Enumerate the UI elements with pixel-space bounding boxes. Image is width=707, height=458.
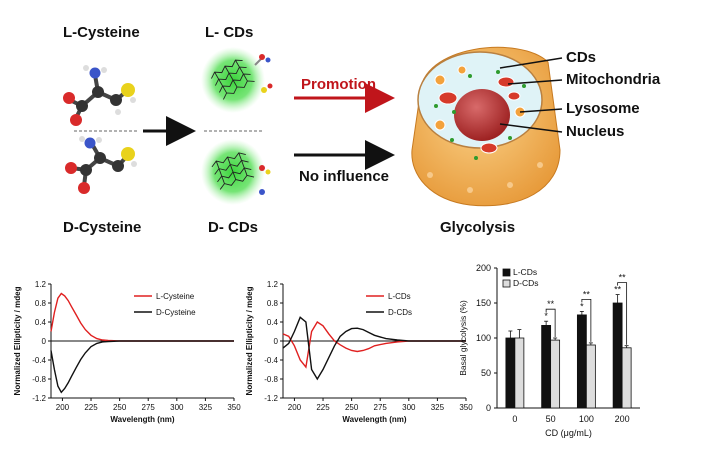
cell-label-nucleus: Nucleus [566, 123, 625, 140]
cell-label-lysosome: Lysosome [566, 100, 640, 117]
significance-bracket [545, 308, 556, 337]
bar-y-tick-label: 200 [476, 263, 491, 273]
bar-x-axis-label: CD (μg/mL) [545, 428, 592, 438]
cysteine-x-tick-label: 275 [142, 403, 156, 412]
cysteine-x-tick-label: 225 [84, 403, 98, 412]
cell-label-mitochondria: Mitochondria [566, 71, 661, 88]
bar [576, 314, 587, 409]
cds-x-tick-label: 250 [345, 403, 359, 412]
cd-spectrum-cds-chart: -1.2 -0.8 -0.4 0 0.4 0.8 1.2 200 225 250 275 300 325… [245, 280, 473, 424]
bar-legend-label: D-CDs [513, 278, 539, 288]
significance-bracket [581, 299, 592, 342]
cysteine-y-tick-label: 0 [42, 337, 47, 346]
cysteine-legend-label: D-Cysteine [156, 308, 196, 317]
significance-mark: * [544, 311, 548, 321]
bar-y-tick-label: 50 [481, 368, 491, 378]
promotion-label: Promotion [301, 76, 376, 93]
cds-y-tick-label: 0 [274, 337, 279, 346]
cds-y-tick-label: -0.8 [264, 375, 278, 384]
l-cd-particle [201, 47, 273, 113]
cysteine-x-tick-label: 350 [227, 403, 241, 412]
glycolysis-label: Glycolysis [440, 219, 516, 236]
d-cds-label: D- CDs [208, 219, 259, 236]
cds-y-tick-label: -0.4 [264, 356, 278, 365]
bar-legend-swatch [502, 279, 511, 288]
cds-x-tick-label: 225 [316, 403, 330, 412]
cds-y-tick-label: 1.2 [267, 280, 279, 289]
cds-series-line [282, 316, 466, 381]
d-cysteine-molecule [65, 136, 137, 194]
bar [550, 339, 561, 409]
significance-mark: * [580, 301, 584, 311]
bar [541, 325, 552, 409]
cysteine-y-tick-label: 0.4 [35, 318, 47, 327]
bar-category-label: 100 [579, 414, 594, 424]
scheme-graphics [63, 46, 563, 207]
l-cysteine-label: L-Cysteine [63, 24, 140, 41]
no-influence-label: No influence [299, 168, 390, 185]
bar [621, 347, 632, 409]
bar-legend-swatch [502, 268, 511, 277]
significance-mark: ** [619, 273, 627, 283]
cds-x-tick-label: 200 [288, 403, 302, 412]
cysteine-x-tick-label: 325 [199, 403, 213, 412]
cds-series-line [282, 321, 466, 369]
cysteine-x-tick-label: 300 [170, 403, 184, 412]
significance-bracket [617, 282, 628, 345]
cds-y-axis-label: Normalized Ellipticity / mdeg [245, 286, 254, 395]
bar [514, 337, 525, 409]
cysteine-x-tick-label: 250 [113, 403, 127, 412]
cds-x-tick-label: 350 [459, 403, 473, 412]
bar [505, 337, 516, 409]
cysteine-y-tick-label: -1.2 [32, 394, 46, 403]
bar-y-tick-label: 0 [486, 403, 491, 413]
bar-category-label: 50 [546, 414, 556, 424]
l-cds-label: L- CDs [205, 24, 254, 41]
cysteine-y-tick-label: -0.8 [32, 375, 46, 384]
bar-category-label: 0 [512, 414, 517, 424]
cysteine-x-tick-label: 200 [56, 403, 70, 412]
bar-y-tick-label: 150 [476, 298, 491, 308]
cell-illustration [411, 46, 561, 207]
cd-spectrum-cysteine-chart: -1.2 -0.8 -0.4 0 0.4 0.8 1.2 200 225 250 275 300 325… [13, 280, 241, 424]
bar-y-tick-label: 100 [476, 333, 491, 343]
cysteine-y-tick-label: 0.8 [35, 299, 47, 308]
cds-y-tick-label: 0.8 [267, 299, 279, 308]
cds-y-tick-label: 0.4 [267, 318, 279, 327]
bar [612, 302, 623, 409]
cysteine-x-axis-label: Wavelength (nm) [110, 415, 174, 424]
cds-x-axis-label: Wavelength (nm) [342, 415, 406, 424]
cds-y-tick-label: -1.2 [264, 394, 278, 403]
cell-pointer-lines [499, 57, 563, 133]
d-cd-particle [201, 139, 271, 205]
d-cysteine-label: D-Cysteine [63, 219, 142, 236]
l-cysteine-molecule [63, 65, 136, 126]
bar-y-axis-label: Basal glycolysis (%) [458, 300, 468, 376]
cell-label-cds: CDs [566, 49, 597, 66]
bar-legend-label: L-CDs [513, 267, 537, 277]
cysteine-y-tick-label: -0.4 [32, 356, 46, 365]
cds-x-tick-label: 325 [431, 403, 445, 412]
cysteine-series-line [50, 340, 234, 394]
significance-mark: ** [583, 289, 591, 299]
cysteine-legend-label: L-Cysteine [156, 292, 195, 301]
cysteine-y-tick-label: 1.2 [35, 280, 47, 289]
significance-mark: ** [547, 299, 555, 309]
cds-x-tick-label: 275 [374, 403, 388, 412]
bar [585, 344, 596, 409]
cysteine-y-axis-label: Normalized Ellipticity / mdeg [13, 286, 22, 395]
cds-legend-label: L-CDs [388, 292, 411, 301]
significance-mark: ** [614, 285, 622, 295]
cds-x-tick-label: 300 [402, 403, 416, 412]
bar-category-label: 200 [615, 414, 630, 424]
cds-legend-label: D-CDs [388, 308, 412, 317]
cysteine-series-line [50, 292, 234, 342]
